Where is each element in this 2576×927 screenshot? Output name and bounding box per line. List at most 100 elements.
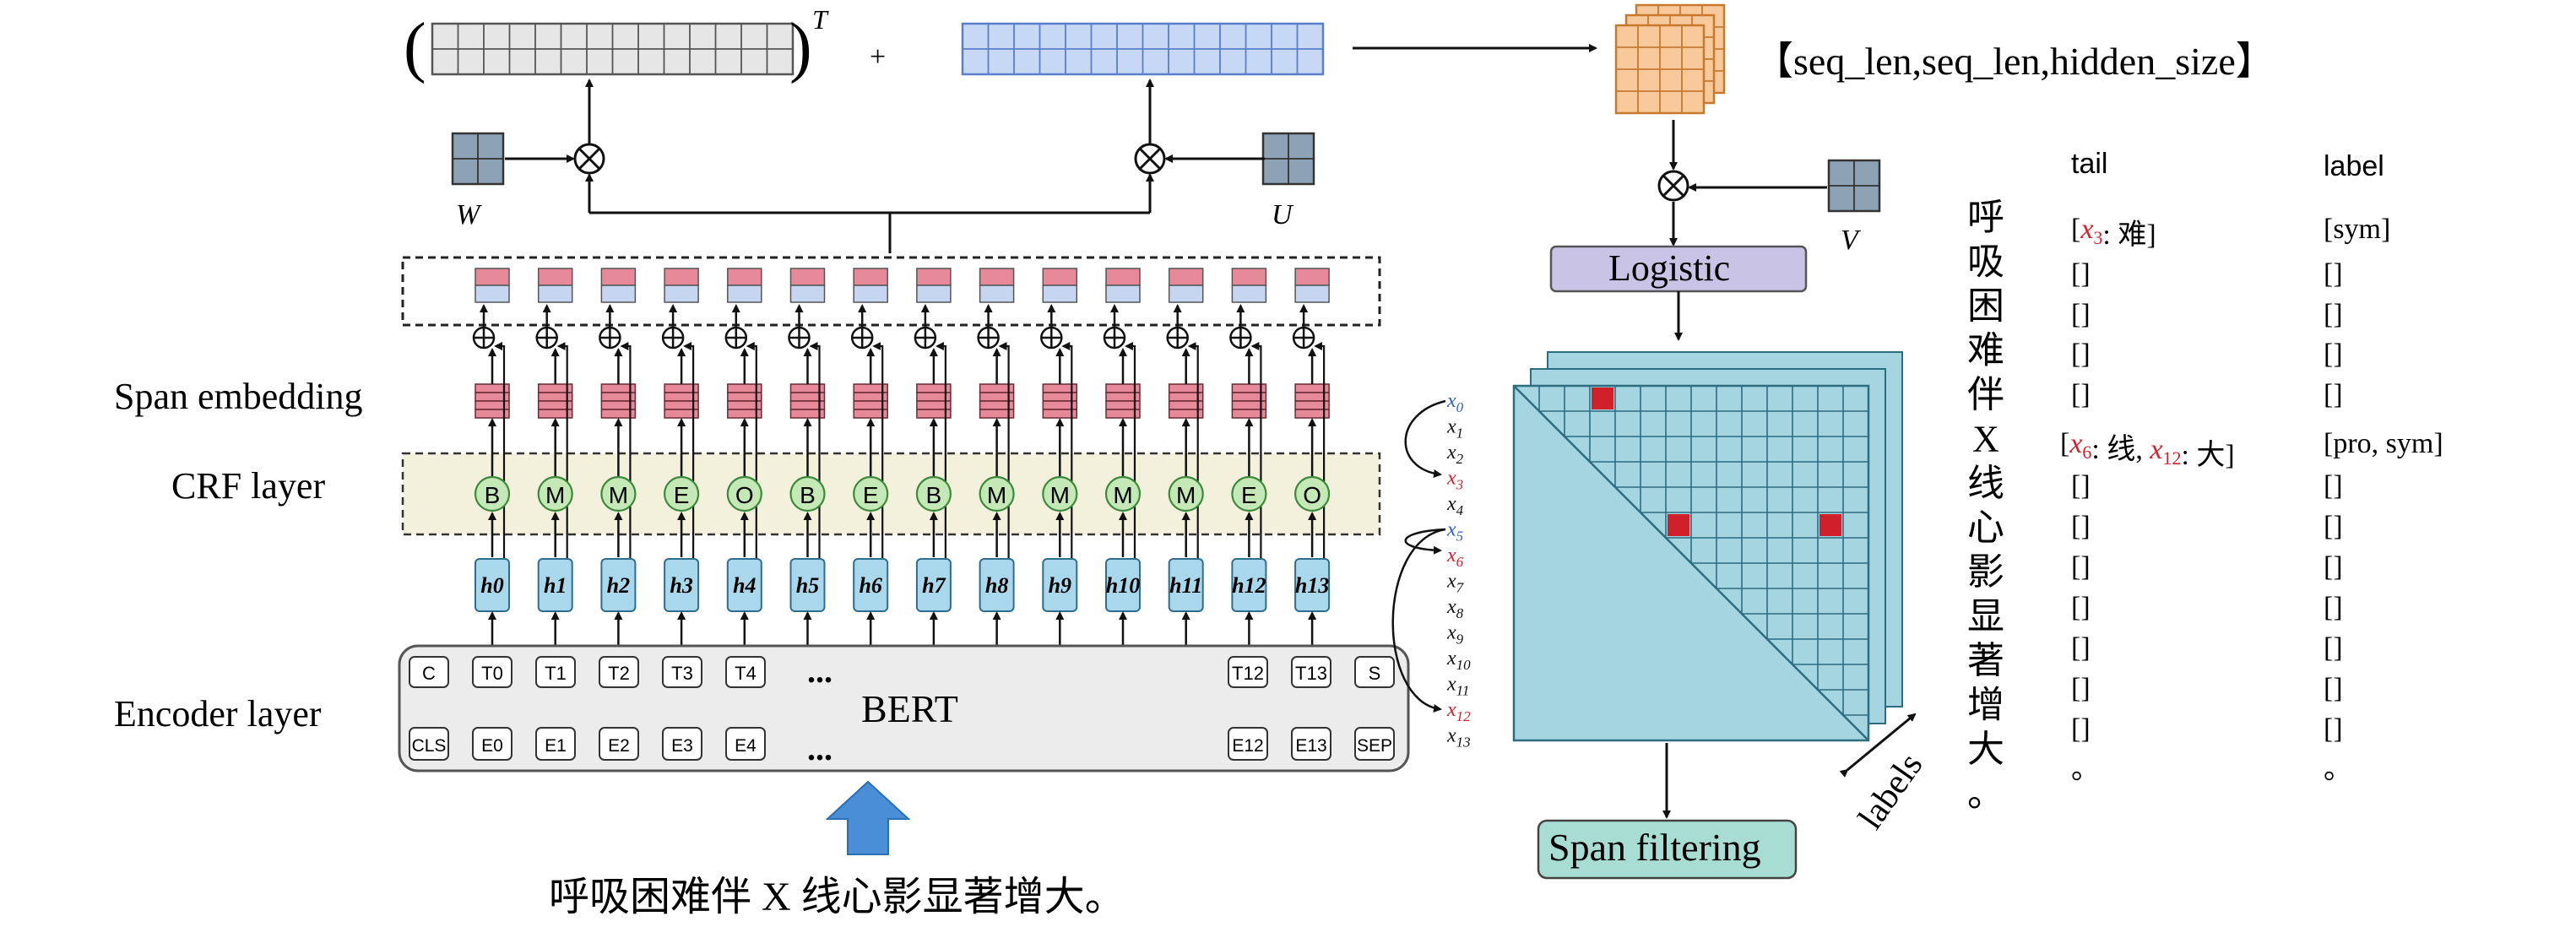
label-cell: [] [2324,470,2343,501]
token-column: Bh7 [914,304,952,646]
span-cell-head [853,268,888,286]
input-sentence: 呼吸困难伴 X 线心影显著增大。 [549,875,1125,919]
tensor-shape-label: 【seq_len,seq_len,hidden_size】 [1754,40,2275,83]
x-label: x3 [1446,468,1463,493]
span-cell-head [475,268,510,286]
crf-tag-circle [1231,475,1267,512]
matrix-positive-cell [1668,514,1689,536]
hidden-state-label: h3 [670,573,692,598]
crf-layer-label: CRF layer [171,465,325,507]
token-column: Bh0 [472,304,511,646]
oplus-cross [474,328,494,348]
span-embedding-block [789,383,826,419]
transposed-span-matrix [431,22,794,76]
span-cell-tail [727,285,762,303]
w-label: W [456,199,482,230]
oplus-node [850,326,874,350]
span-cell-tail [1042,285,1078,303]
token-top: T4 [735,663,757,684]
span-cell-tail [537,285,573,303]
token-bottom: E2 [608,736,630,756]
crf-tag-circle [789,475,826,512]
sentence-char: 增 [1967,685,2004,726]
crf-tag: M [1050,482,1070,508]
span-cell-tail [1231,285,1267,303]
oplus-node [1166,326,1189,350]
tail-cell: [] [2071,673,2091,704]
span-concat-box [401,256,1381,327]
oplus-cross [1230,328,1251,348]
token-bottom: E1 [545,736,567,756]
tail-cell: [] [2071,339,2091,370]
matrix-positive-cell [1592,388,1613,409]
token-top: T2 [608,663,630,684]
x-label: x0 [1446,390,1464,415]
sentence-char: 线 [1967,463,2004,504]
hidden-state-label: h10 [1106,573,1140,598]
span-cell-head [1294,268,1330,286]
hidden-state-label: h7 [922,573,946,598]
oplus-cross [725,328,746,348]
x-label: x1 [1446,416,1463,442]
sentence-char: 呼 [1967,197,2004,238]
x-label: x7 [1446,571,1465,596]
tensor-stack [1614,3,1726,115]
hidden-state-label: h8 [985,573,1008,598]
tail-cell: [x6: 线, x12: 大] [2060,428,2235,471]
label-cell: [] [2324,339,2343,370]
label-cell: [] [2324,551,2343,583]
x-arcs [1391,399,1446,713]
span-cell-tail [979,285,1015,303]
crf-tag-circle [1168,475,1204,512]
token-box-top [472,656,512,688]
ellipsis-top: ... [807,652,832,690]
hidden-state-label: h1 [544,573,567,598]
ellipsis-bottom: ... [807,729,832,767]
span-embedding-block [475,383,510,419]
hidden-state-label: h5 [796,573,819,598]
tail-cell: [] [2071,551,2091,583]
oplus-node [535,326,558,350]
label-cell: [] [2324,592,2343,623]
v-weight-icon [1827,159,1881,213]
tail-cell: [] [2071,713,2091,745]
w-weight-icon [451,132,505,186]
span-cell-head [664,268,699,286]
crf-tag-circle [1293,475,1331,512]
x-label: x4 [1446,493,1464,518]
bert-encoder-box [398,644,1410,772]
otimes-w-node [573,143,605,175]
span-label-matrix [1512,351,1903,742]
span-cell-head [537,268,573,286]
u-label: U [1272,199,1294,230]
transpose-mark: T [812,4,829,35]
paren-left: ( [404,10,426,84]
hidden-state-label: h6 [859,573,881,598]
crf-tag-circle [537,475,573,512]
tail-cell: 。 [2071,754,2100,785]
span-cell-head [979,268,1015,286]
label-cell: [] [2324,299,2343,330]
oplus-node [1040,326,1063,350]
span-cell-head [916,268,952,286]
span-cell-tail [1168,285,1204,303]
oplus-node [788,326,811,350]
oplus-node [914,326,937,350]
token-bottom: SEP [1357,736,1392,756]
token-box-top [1228,656,1268,688]
crf-tag: E [1241,482,1257,508]
token-box-bottom [1354,727,1395,761]
token-box-bottom [535,727,576,761]
label-cell: [] [2324,673,2343,704]
plus-sign: + [870,41,886,73]
input-arrow-icon [825,780,911,855]
sentence-char: 。 [1967,773,2004,815]
oplus-cross [1041,328,1062,348]
crf-tag-circle [600,475,637,512]
paren-right: ) [789,10,812,84]
crf-tag: M [1176,482,1196,508]
token-bottom: E0 [481,736,503,756]
